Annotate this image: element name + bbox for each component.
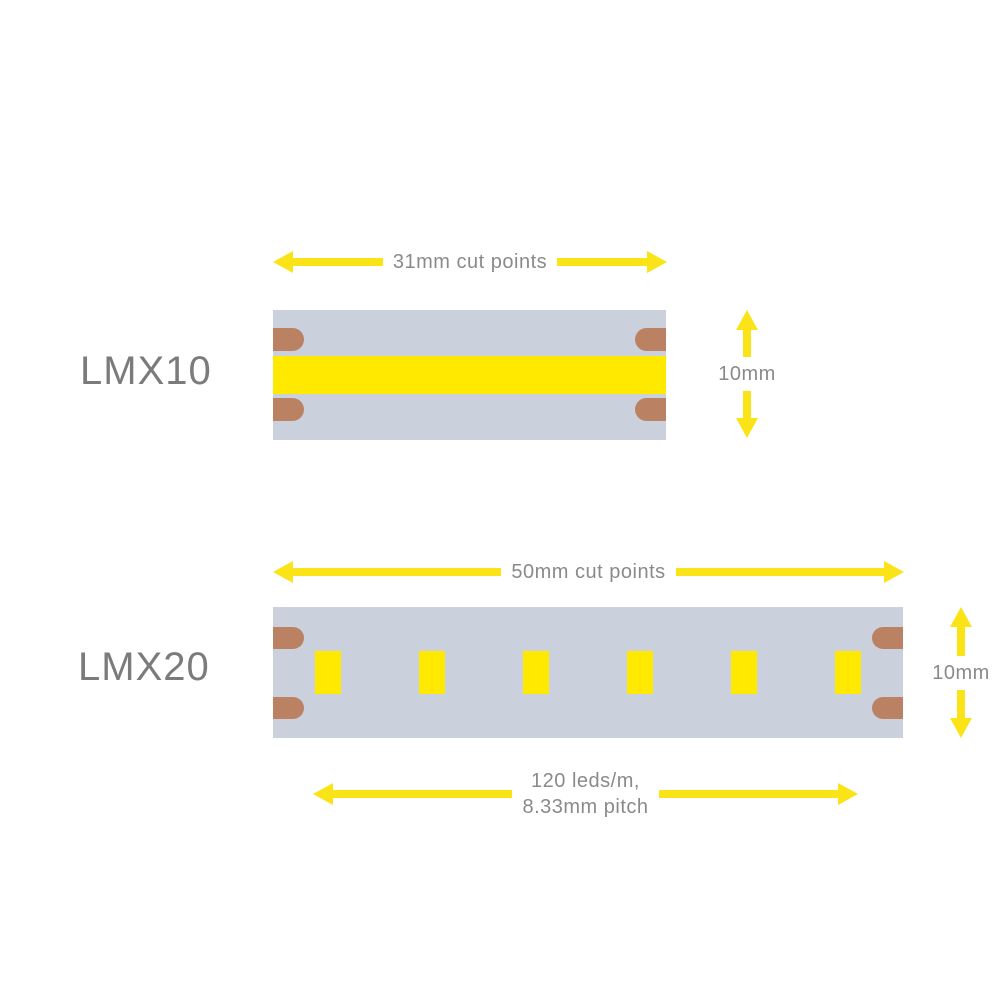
lmx10-width-text: 10mm bbox=[718, 363, 776, 385]
copper-pad bbox=[872, 627, 903, 649]
copper-pad bbox=[273, 398, 304, 421]
arrow-segment bbox=[675, 568, 885, 576]
arrow-head-right-icon bbox=[884, 561, 905, 583]
led-chip bbox=[835, 651, 861, 694]
arrow-segment bbox=[333, 790, 513, 798]
lmx20-pitch-text: 120 leds/m, 8.33mm pitch bbox=[512, 768, 658, 820]
lmx20-width-arrow: 10mm bbox=[916, 607, 1000, 738]
copper-pad bbox=[872, 697, 903, 719]
arrow-head-up-icon bbox=[736, 310, 758, 330]
led-chip bbox=[315, 651, 341, 694]
arrow-segment bbox=[658, 790, 838, 798]
copper-pad bbox=[635, 398, 666, 421]
arrow-head-up-icon bbox=[950, 607, 972, 627]
copper-pad bbox=[635, 328, 666, 351]
arrow-head-left-icon bbox=[273, 251, 293, 273]
lmx20-label: LMX20 bbox=[78, 645, 210, 689]
lmx10-cut-points-arrow: 31mm cut points bbox=[273, 249, 668, 275]
led-chip bbox=[419, 651, 445, 694]
led-chip bbox=[731, 651, 757, 694]
led-chip bbox=[627, 651, 653, 694]
arrow-segment bbox=[743, 330, 751, 357]
arrow-segment bbox=[557, 258, 648, 266]
copper-pad bbox=[273, 627, 304, 649]
lmx20-led-row bbox=[315, 651, 861, 694]
lmx20-pitch-arrow: 120 leds/m, 8.33mm pitch bbox=[313, 767, 858, 821]
arrow-segment bbox=[957, 689, 965, 718]
arrow-head-right-icon bbox=[647, 251, 668, 273]
lmx10-strip bbox=[273, 310, 666, 440]
arrow-head-left-icon bbox=[313, 783, 333, 805]
lmx10-label: LMX10 bbox=[80, 349, 212, 393]
lmx20-cut-points-arrow: 50mm cut points bbox=[273, 559, 905, 585]
arrow-segment bbox=[957, 627, 965, 656]
cob-led-stripe bbox=[273, 356, 666, 394]
lmx10-cut-points-text: 31mm cut points bbox=[392, 251, 548, 273]
lmx20-pitch-line2: 8.33mm pitch bbox=[522, 796, 649, 818]
copper-pad bbox=[273, 697, 304, 719]
lmx10-width-arrow: 10mm bbox=[702, 310, 792, 438]
arrow-segment bbox=[293, 568, 502, 576]
lmx20-pitch-line1: 120 leds/m, bbox=[531, 770, 640, 792]
arrow-head-down-icon bbox=[950, 718, 972, 738]
arrow-head-left-icon bbox=[273, 561, 293, 583]
arrow-segment bbox=[293, 258, 383, 266]
arrow-head-down-icon bbox=[736, 418, 758, 438]
copper-pad bbox=[273, 328, 304, 351]
arrow-head-right-icon bbox=[838, 783, 858, 805]
lmx20-cut-points-text: 50mm cut points bbox=[511, 561, 666, 583]
led-chip bbox=[523, 651, 549, 694]
lmx20-width-text: 10mm bbox=[932, 661, 990, 684]
lmx20-strip bbox=[273, 607, 903, 738]
arrow-segment bbox=[743, 391, 751, 418]
